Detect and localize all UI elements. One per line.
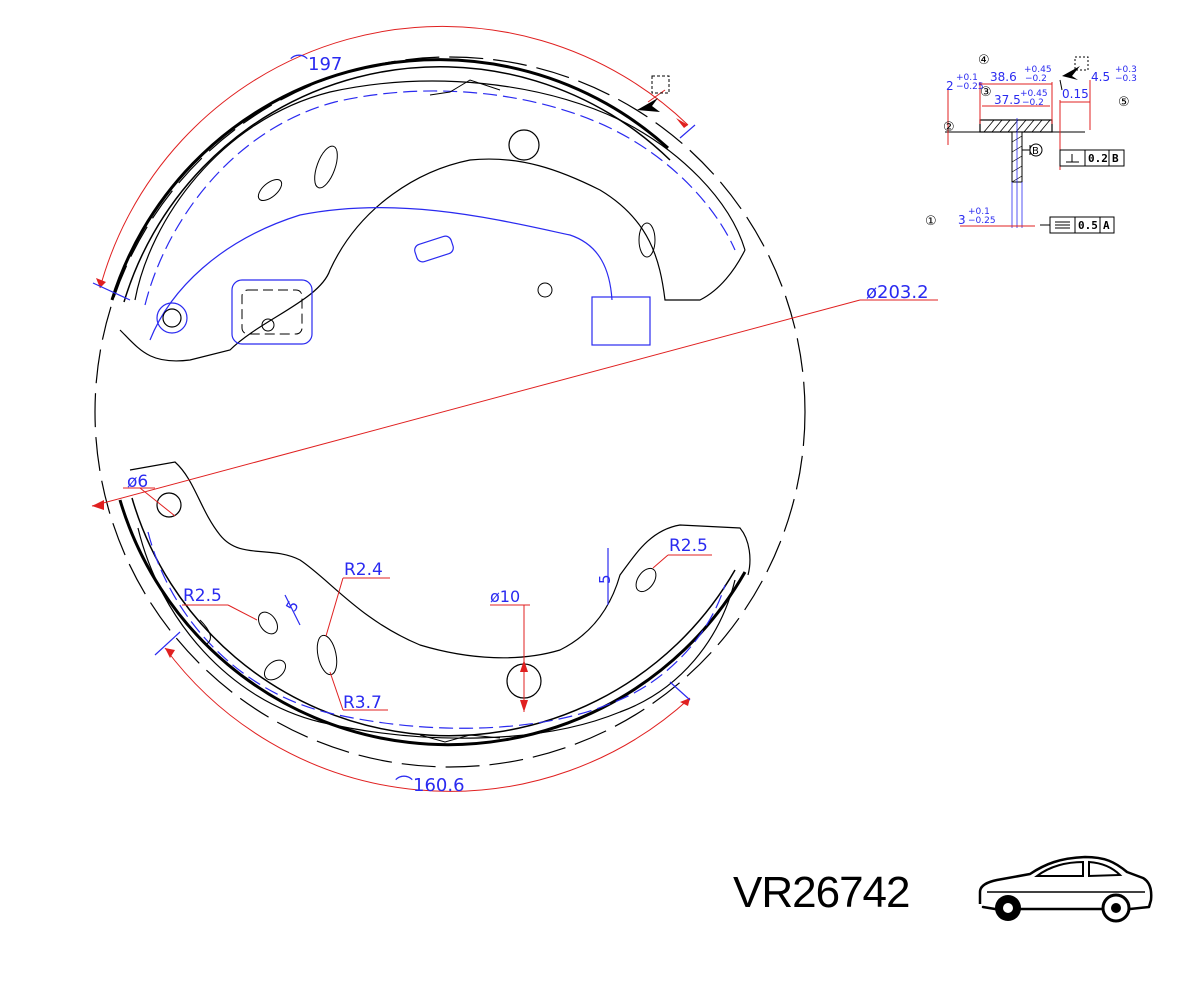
lining-tol-plus: +0.1	[956, 73, 978, 83]
extension-ticks	[92, 124, 696, 701]
dim-radius-3: R3.7	[343, 693, 382, 713]
dim-slot-width-1: 5	[282, 597, 302, 614]
callout-5: ⑤	[1118, 95, 1130, 110]
web-thickness: 3	[958, 213, 966, 227]
callout-4: ④	[978, 53, 990, 68]
drum-outline	[94, 56, 806, 768]
dim-arc-lower: ⌒160.6	[395, 775, 465, 796]
thickness-right: 4.5	[1091, 70, 1110, 84]
lining-thickness: 2	[946, 79, 954, 93]
tolerance-sym-value: 0.5	[1078, 219, 1098, 232]
thickness-right-tol-minus: −0.3	[1115, 74, 1137, 84]
callout-1: ①	[925, 214, 937, 229]
datum-box-small	[651, 75, 670, 94]
tolerance-sym-datum: A	[1103, 219, 1110, 232]
dim-hole-center: ø10	[490, 587, 520, 606]
cross-section-detail	[945, 56, 1125, 234]
dim-arc-upper: ⌒197	[290, 54, 342, 75]
callout-2: ②	[943, 120, 955, 135]
datum-b-label: B	[1032, 146, 1039, 157]
thickness-right-tol-plus: +0.3	[1115, 65, 1137, 75]
dim-drum-diameter: ø203.2	[866, 282, 929, 303]
part-number: VR26742	[733, 868, 910, 917]
web-tol-minus: −0.25	[968, 216, 996, 226]
dim-slot-width-2: 5	[596, 574, 614, 584]
width-outer: 38.6	[990, 70, 1017, 84]
car-sedan-icon	[978, 855, 1153, 923]
tolerance-perp-datum: B	[1112, 152, 1119, 165]
dim-hole-diameter: ø6	[127, 472, 148, 492]
width-outer-tol-plus: +0.45	[1024, 65, 1052, 75]
dim-radius-1: R2.5	[183, 586, 222, 606]
upper-brake-shoe	[110, 58, 746, 362]
web-tol-plus: +0.1	[968, 207, 990, 217]
arrow-indicator	[637, 98, 660, 112]
width-inner-tol-plus: +0.45	[1020, 89, 1048, 99]
dimension-lines	[91, 25, 938, 792]
lining-tol-minus: −0.25	[956, 82, 984, 92]
width-outer-tol-minus: −0.2	[1025, 74, 1047, 84]
lower-brake-shoe	[118, 461, 751, 747]
dim-radius-2: R2.4	[344, 560, 383, 580]
dimension-arrows	[92, 118, 690, 712]
offset: 0.15	[1062, 87, 1089, 101]
width-inner-tol-minus: −0.2	[1022, 98, 1044, 108]
callout-3: ③	[980, 85, 992, 100]
tolerance-perp-value: 0.2	[1088, 152, 1108, 165]
dim-radius-4: R2.5	[669, 536, 708, 556]
width-inner: 37.5	[994, 93, 1021, 107]
